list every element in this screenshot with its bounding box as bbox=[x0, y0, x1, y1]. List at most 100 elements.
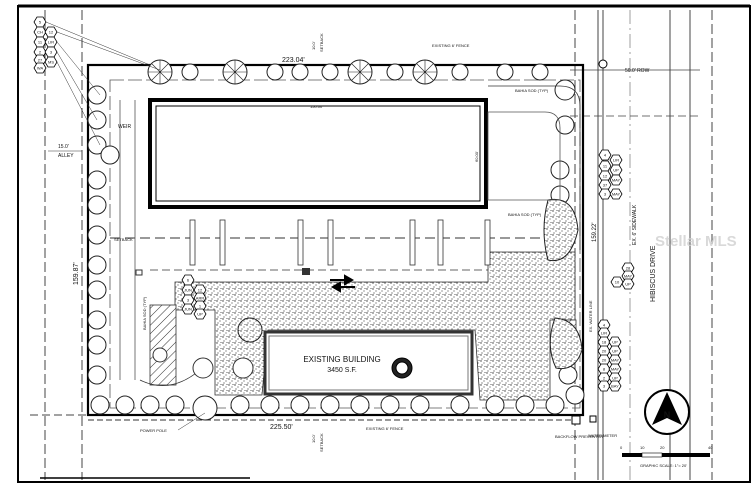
svg-text:WA: WA bbox=[37, 66, 44, 71]
svg-text:2: 2 bbox=[39, 50, 42, 55]
building-dim-side: 60.00' bbox=[474, 151, 479, 162]
plant-tag: 11 bbox=[598, 160, 612, 172]
plant-tag: WA bbox=[33, 62, 47, 74]
svg-text:3: 3 bbox=[50, 50, 53, 55]
svg-text:LIR: LIR bbox=[48, 40, 54, 45]
existing-building bbox=[263, 330, 474, 396]
plant-tag: UP bbox=[621, 278, 635, 290]
north-arrow-icon: N bbox=[644, 389, 690, 435]
svg-text:JUN: JUN bbox=[184, 307, 192, 312]
plant-tag: MAY bbox=[609, 174, 623, 186]
plant-tag: 20 bbox=[597, 345, 611, 357]
svg-text:20: 20 bbox=[660, 445, 665, 450]
svg-text:40: 40 bbox=[708, 445, 713, 450]
plant-tag: 3 bbox=[44, 46, 58, 58]
svg-text:37: 37 bbox=[603, 183, 608, 188]
svg-text:8: 8 bbox=[603, 367, 606, 372]
plant-tag: 3 bbox=[181, 294, 195, 306]
right-depth-dim: 159.22' bbox=[592, 223, 598, 243]
top-frontage-dim: 223.04' bbox=[282, 57, 305, 64]
setback-label-top-val: 10.0' bbox=[311, 41, 316, 50]
svg-text:CH: CH bbox=[37, 30, 43, 35]
plant-tag: MAY bbox=[609, 188, 623, 200]
side-depth-dim: 159.87' bbox=[73, 262, 80, 285]
property-boundary bbox=[86, 63, 585, 417]
parking-stalls bbox=[189, 219, 491, 266]
row-width: 50.0' ROW bbox=[625, 68, 650, 74]
svg-text:UP: UP bbox=[613, 168, 619, 173]
setback-label-top: SETBACK bbox=[319, 33, 324, 52]
water-meter-label: WATER METER bbox=[588, 433, 617, 438]
plant-tag: 3 bbox=[598, 188, 612, 200]
watermark: Stellar MLS bbox=[655, 233, 737, 250]
plant-tag-group-mid: 6 JUN 12 ARR 3 JUN 1 UP bbox=[181, 274, 207, 320]
plant-tag: 3 bbox=[597, 380, 611, 392]
svg-text:27: 27 bbox=[38, 58, 43, 63]
svg-text:UP: UP bbox=[197, 312, 203, 317]
svg-text:LIR: LIR bbox=[613, 158, 619, 163]
plant-tag-group-right-mid: 28 MAY 10 UP bbox=[610, 262, 635, 290]
svg-text:MAY: MAY bbox=[612, 178, 621, 183]
plant-tag: LIR bbox=[609, 154, 623, 166]
alley-label: ALLEY bbox=[58, 153, 74, 159]
svg-text:6: 6 bbox=[187, 278, 190, 283]
sidewalk-label: EX. 6' SIDEWALK bbox=[632, 204, 638, 245]
plant-tag-group-left: 5 CH 12 11 LIR 2 27 3 MS WA bbox=[33, 16, 58, 74]
bahia-sod-left: BAHIA SOD (TYP) bbox=[142, 296, 147, 330]
plant-tag: 4 bbox=[598, 149, 612, 161]
plant-tag: JUN bbox=[181, 284, 195, 296]
svg-text:11: 11 bbox=[603, 164, 608, 169]
svg-text:MS: MS bbox=[48, 60, 54, 65]
traffic-arrows bbox=[330, 274, 355, 293]
svg-text:ARR: ARR bbox=[196, 296, 205, 301]
svg-text:18: 18 bbox=[602, 340, 607, 345]
svg-text:3: 3 bbox=[603, 384, 606, 389]
hatch-area-left bbox=[149, 304, 177, 386]
plant-tag: LIR bbox=[44, 36, 58, 48]
svg-text:N: N bbox=[664, 410, 671, 420]
plant-tag: 37 bbox=[598, 179, 612, 191]
plant-tag: MAY bbox=[608, 363, 622, 375]
svg-text:JUN: JUN bbox=[184, 288, 192, 293]
plant-tag: 12 bbox=[44, 26, 58, 38]
svg-text:12: 12 bbox=[198, 288, 203, 293]
plant-tag: 6 bbox=[181, 274, 195, 286]
weir-label: WEIR bbox=[118, 124, 131, 130]
plant-tag: MAY bbox=[608, 354, 622, 366]
stipple-area-main bbox=[174, 251, 576, 401]
plant-tag: 8 bbox=[597, 363, 611, 375]
shrub-mass-right bbox=[237, 198, 583, 370]
graphic-scale: 0 10 20 40 GRAPHIC SCALE: 1"= 20' bbox=[620, 445, 713, 468]
svg-text:10: 10 bbox=[615, 280, 620, 285]
svg-text:BAY: BAY bbox=[611, 384, 619, 389]
svg-text:GRAPHIC SCALE: 1"= 20': GRAPHIC SCALE: 1"= 20' bbox=[640, 463, 687, 468]
power-pole-label: POWER POLE bbox=[140, 428, 167, 433]
plant-tag: UP bbox=[608, 345, 622, 357]
plant-tag: 18 bbox=[597, 336, 611, 348]
existing-fence-bottom: EXISTING 6' FENCE bbox=[366, 426, 404, 431]
existing-fence-top: EXISTING 6' FENCE bbox=[432, 43, 470, 48]
bahia-sod-top: BAHIA SOD (TYP) bbox=[515, 88, 549, 93]
svg-text:12: 12 bbox=[49, 30, 54, 35]
svg-text:20: 20 bbox=[602, 358, 607, 363]
svg-text:MAY: MAY bbox=[612, 192, 621, 197]
setback-label-left: SETBACK bbox=[114, 237, 133, 242]
setback-label-bottom: SETBACK bbox=[319, 433, 324, 452]
svg-text:MAY: MAY bbox=[611, 358, 620, 363]
plant-tag: JUN bbox=[181, 303, 195, 315]
plant-tag-group-right-low: 4 LIR 18 UP 20 UP 20 MAY 8 MAY 2 UP 3 BA… bbox=[597, 319, 622, 392]
water-line-label: EX. WATER LINE bbox=[588, 300, 593, 332]
building-dim-top: 150.00' bbox=[310, 104, 323, 109]
existing-building-area: 3450 S.F. bbox=[327, 367, 357, 374]
plant-tag: LIR bbox=[597, 327, 611, 339]
bottom-frontage-dim: 225.50' bbox=[270, 424, 293, 431]
svg-text:11: 11 bbox=[38, 40, 43, 45]
plant-tag: UP bbox=[609, 164, 623, 176]
plant-tag: BAY bbox=[608, 380, 622, 392]
svg-text:MAY: MAY bbox=[624, 274, 633, 279]
plant-tag-group-right-top: 4 LIR 11 UP 12 MAY 37 3 MAY bbox=[598, 149, 623, 200]
plant-tag: UP bbox=[193, 308, 207, 320]
plant-tag: 5 bbox=[33, 16, 47, 28]
plant-tag: 11 bbox=[33, 36, 47, 48]
